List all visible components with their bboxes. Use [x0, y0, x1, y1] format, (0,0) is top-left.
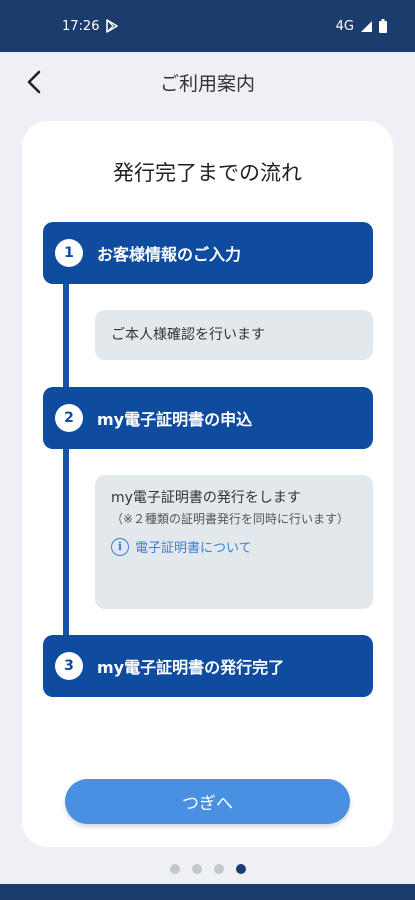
step-1-detail: ご本人様確認を行います: [95, 310, 373, 360]
navigation-bar: [0, 884, 415, 900]
detail-note: （※２種類の証明書発行を同時に行います）: [111, 512, 350, 526]
info-icon: i: [111, 537, 129, 556]
timeline-line: [63, 281, 69, 646]
play-store-notification-icon: [105, 19, 119, 33]
page-dot: [213, 864, 224, 874]
certificate-info-link[interactable]: i 電子証明書について: [111, 537, 357, 556]
step-2-detail: my電子証明書の発行をします （※２種類の証明書発行を同時に行います） i 電子…: [95, 475, 373, 609]
network-type: 4G: [335, 18, 354, 34]
page-dot: [235, 864, 246, 874]
step-label: my電子証明書の申込: [97, 410, 253, 429]
chevron-left-icon: [27, 70, 41, 94]
page-title: ご利用案内: [159, 72, 255, 95]
page-dot: [191, 864, 202, 874]
status-right: 4G: [336, 19, 387, 34]
back-button[interactable]: [18, 66, 50, 98]
app-header: ご利用案内: [0, 52, 415, 112]
step-number: 3: [55, 652, 83, 680]
signal-icon: [360, 20, 373, 33]
step-label: お客様情報のご入力: [97, 245, 242, 264]
page-indicator: [0, 864, 415, 874]
battery-icon: [379, 19, 387, 33]
detail-text: ご本人様確認を行います: [111, 327, 265, 343]
step-number: 1: [55, 239, 83, 267]
card-title: 発行完了までの流れ: [113, 161, 302, 185]
status-time: 17:26: [62, 18, 100, 34]
page-dot: [169, 864, 180, 874]
next-button[interactable]: つぎへ: [65, 779, 350, 824]
detail-text: my電子証明書の発行をします: [111, 490, 301, 506]
status-left: 17:26: [62, 19, 119, 34]
step-3: 3 my電子証明書の発行完了: [43, 635, 373, 697]
step-1: 1 お客様情報のご入力: [43, 222, 373, 284]
step-label: my電子証明書の発行完了: [97, 658, 285, 677]
status-bar: 17:26 4G: [0, 0, 415, 52]
certificate-info-link-label: 電子証明書について: [135, 541, 252, 556]
flow-card: 発行完了までの流れ 1 お客様情報のご入力 ご本人様確認を行います 2 my電子…: [22, 121, 393, 847]
step-number: 2: [55, 404, 83, 432]
step-2: 2 my電子証明書の申込: [43, 387, 373, 449]
